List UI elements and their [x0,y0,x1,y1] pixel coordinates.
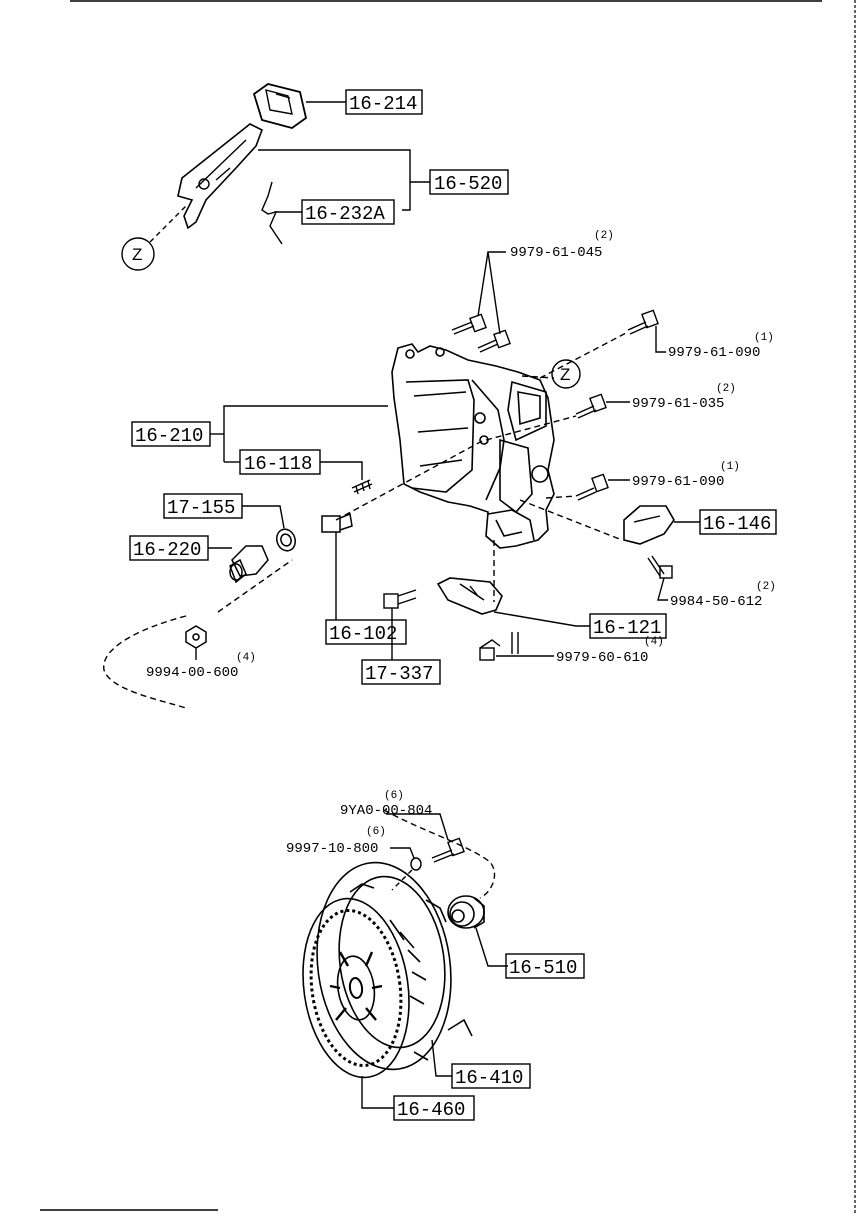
part-9997-10-800: 9997-10-800 [286,841,378,857]
fork-arm-ridge-icon [195,139,247,189]
callout-box-16-102 [325,619,407,645]
spring-clip-icon [261,181,283,245]
release-bearing-icon [447,895,485,929]
leader-16-410 [431,1039,452,1077]
callout-16-121: 16-121 [593,617,661,639]
z-marker-left [121,237,155,271]
bolt-icons [351,309,673,661]
alignment-dashed-lines [217,331,629,613]
release-fork-icon [177,83,308,245]
callout-box-16-118 [239,449,321,475]
callout-box-16-121 [589,613,667,639]
leader-9979-61-090-a [655,326,666,353]
clutch-bolt-icons [410,837,465,871]
leader-9997-10-800 [390,847,415,859]
fork-boot-icon [252,83,308,129]
callout-box-16-220 [129,535,209,561]
leader-16-210 [223,405,388,434]
callout-box-16-520 [429,169,509,195]
clutch-housing-icon [391,343,555,549]
callout-17-155: 17-155 [167,497,235,519]
leader-16-520 [258,149,411,211]
callout-16-210: 16-210 [135,425,203,447]
z-lower-dashed-curve [103,615,187,709]
callout-16-232A: 16-232A [305,203,385,225]
callout-16-460: 16-460 [397,1099,465,1121]
z-left-dashed-line [149,205,187,243]
qty-9994-00-600: (4) [236,652,256,664]
qty-9979-61-045: (2) [594,230,614,242]
boot-detail-icon [275,93,291,99]
callout-16-520: 16-520 [434,173,502,195]
boot-inner-icon [265,89,293,115]
callout-box-16-460 [393,1095,475,1121]
clutch-dashed-line [383,809,496,899]
callout-box-16-146 [699,509,777,535]
release-collar-icons [185,512,353,649]
callout-box-16-510 [505,953,585,979]
callout-box-16-410 [451,1063,531,1089]
qty-9997-10-800: (6) [366,826,386,838]
callout-16-146: 16-146 [703,513,771,535]
callout-16-118: 16-118 [244,453,312,475]
part-9979-61-090-b: 9979-61-090 [632,474,724,490]
leader-9YA0-00-804 [386,813,449,841]
part-9979-60-610: 9979-60-610 [556,650,648,666]
fork-arm-icon [177,123,264,230]
part-9979-61-035: 9979-61-035 [632,396,724,412]
clutch-disc-icon [302,897,410,1079]
leader-16-121 [493,611,590,627]
part-9979-61-090-a: 9979-61-090 [668,345,760,361]
leader-16-510 [475,927,508,967]
callout-box-16-232A [301,199,395,225]
leader-9979-61-045-b [487,251,501,335]
callout-16-510: 16-510 [509,957,577,979]
callout-16-410: 16-410 [455,1067,523,1089]
callout-17-337: 17-337 [365,663,433,685]
z-marker-left-label: Z [132,245,142,264]
qty-9979-61-090-a: (1) [754,332,774,344]
clutch-dashed-line-b [391,869,413,891]
qty-9984-50-612: (2) [756,581,776,593]
callout-box-16-214 [345,89,423,115]
z-marker-right [551,359,581,389]
qty-9979-61-090-b: (1) [720,461,740,473]
qty-9YA0-00-804: (6) [384,790,404,802]
part-9YA0-00-804: 9YA0-00-804 [340,803,432,819]
leader-17-155 [242,505,285,529]
part-9984-50-612: 9984-50-612 [670,594,762,610]
dust-cover-icon [623,505,675,545]
part-9994-00-600: 9994-00-600 [146,665,238,681]
pressure-plate-icon [316,861,473,1071]
dust-cover-detail-icon [633,515,661,523]
callout-box-17-155 [163,493,243,519]
leader-16-118 [320,461,363,480]
callout-16-102: 16-102 [329,623,397,645]
fork-pivot-icon [198,178,210,190]
leader-9984-50-612 [657,577,668,601]
qty-9979-60-610: (4) [644,636,664,648]
z-marker-right-label: Z [560,365,570,384]
callout-box-16-210 [131,421,211,447]
bracket-icon [436,577,503,615]
callout-16-214: 16-214 [349,93,417,115]
leader-16-460 [361,1076,394,1109]
callout-box-17-337 [361,659,441,685]
part-9979-61-045: 9979-61-045 [510,245,602,261]
bracket-detail-icon [459,583,485,601]
qty-9979-61-035: (2) [716,383,736,395]
callout-16-220: 16-220 [133,539,201,561]
